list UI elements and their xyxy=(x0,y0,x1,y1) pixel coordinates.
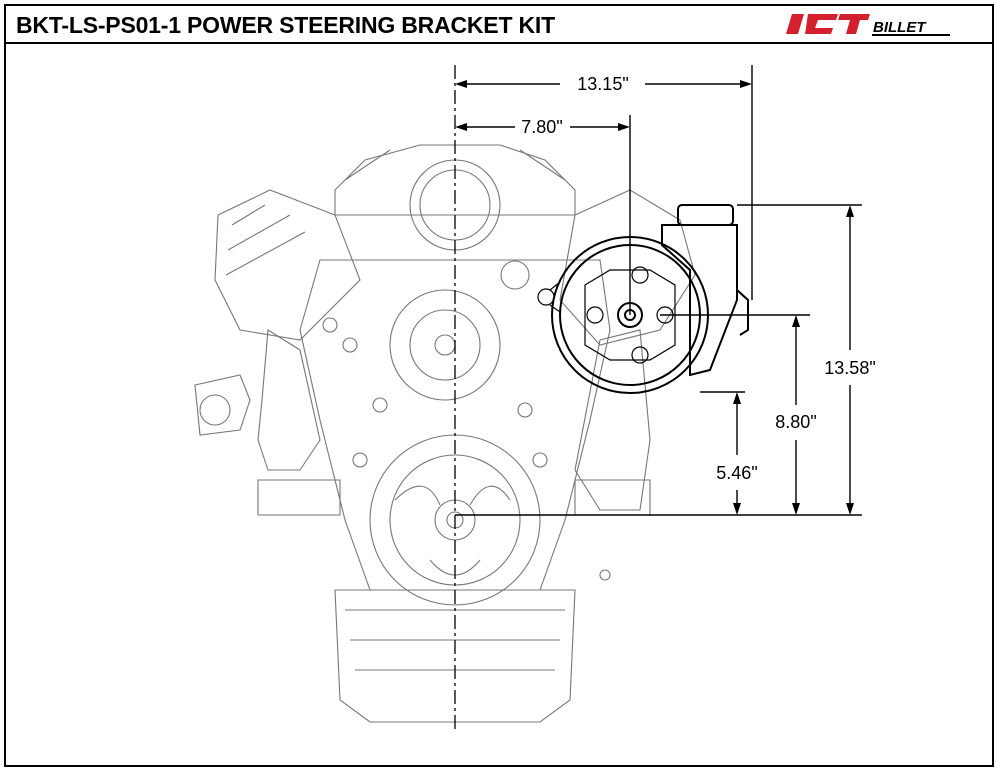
dimension-pump-offset: 7.80" xyxy=(521,117,562,137)
svg-text:BILLET: BILLET xyxy=(873,19,927,36)
dimension-overall-height: 13.58" xyxy=(824,358,875,378)
horizontal-dimensions xyxy=(455,65,753,315)
dimension-pump-height: 8.80" xyxy=(775,412,816,432)
engine-outline xyxy=(194,144,696,723)
title-bar: BKT-LS-PS01-1 POWER STEERING BRACKET KIT… xyxy=(4,4,994,44)
dimension-pump-base-height: 5.46" xyxy=(716,463,757,483)
page-title: BKT-LS-PS01-1 POWER STEERING BRACKET KIT xyxy=(16,12,555,38)
ict-billet-logo: BILLET xyxy=(786,14,956,36)
dimension-overall-width: 13.15" xyxy=(577,74,628,94)
vertical-dimensions xyxy=(455,204,862,516)
drawing-frame xyxy=(4,4,994,767)
